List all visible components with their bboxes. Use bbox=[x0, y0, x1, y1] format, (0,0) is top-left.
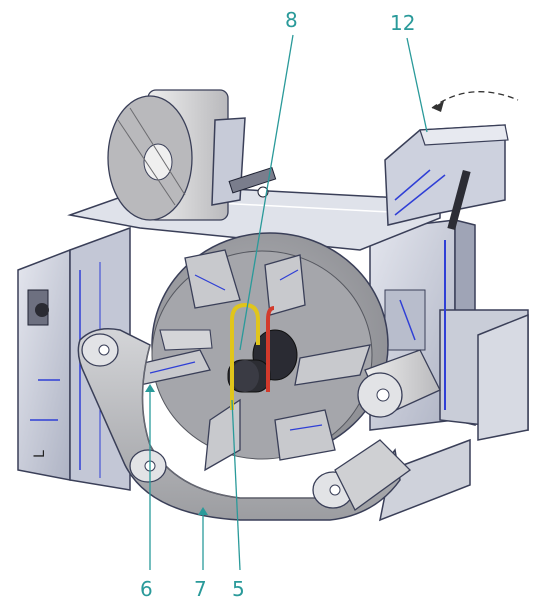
rotation-arrow bbox=[431, 91, 519, 109]
cover-gas-strut bbox=[447, 169, 471, 231]
callout-8: 8 bbox=[285, 8, 298, 32]
right-mount-block bbox=[384, 289, 426, 351]
belt-rollers bbox=[81, 333, 441, 511]
leader-line-5 bbox=[231, 399, 241, 571]
yellow-rod bbox=[230, 302, 260, 398]
paddle bbox=[274, 409, 336, 461]
paddle bbox=[184, 249, 241, 309]
paddle bbox=[264, 254, 306, 316]
callout-6: 6 bbox=[140, 577, 153, 601]
callout-7: 7 bbox=[194, 577, 207, 601]
red-rod bbox=[266, 306, 275, 392]
callout-5: 5 bbox=[232, 577, 245, 601]
paddle bbox=[159, 329, 213, 351]
hinged-cover-assembly bbox=[384, 91, 519, 231]
left-fitting bbox=[35, 303, 49, 317]
callout-12: 12 bbox=[390, 11, 415, 35]
hub-motor bbox=[227, 302, 298, 410]
leader-line-12 bbox=[406, 37, 428, 133]
side-mark: L bbox=[32, 450, 48, 458]
outlet-chute bbox=[378, 438, 471, 522]
disc-paddles bbox=[134, 249, 371, 472]
supply-roll bbox=[107, 89, 229, 221]
leader-line-8 bbox=[239, 34, 294, 351]
roll-bracket bbox=[211, 117, 277, 206]
paddle bbox=[294, 344, 371, 386]
